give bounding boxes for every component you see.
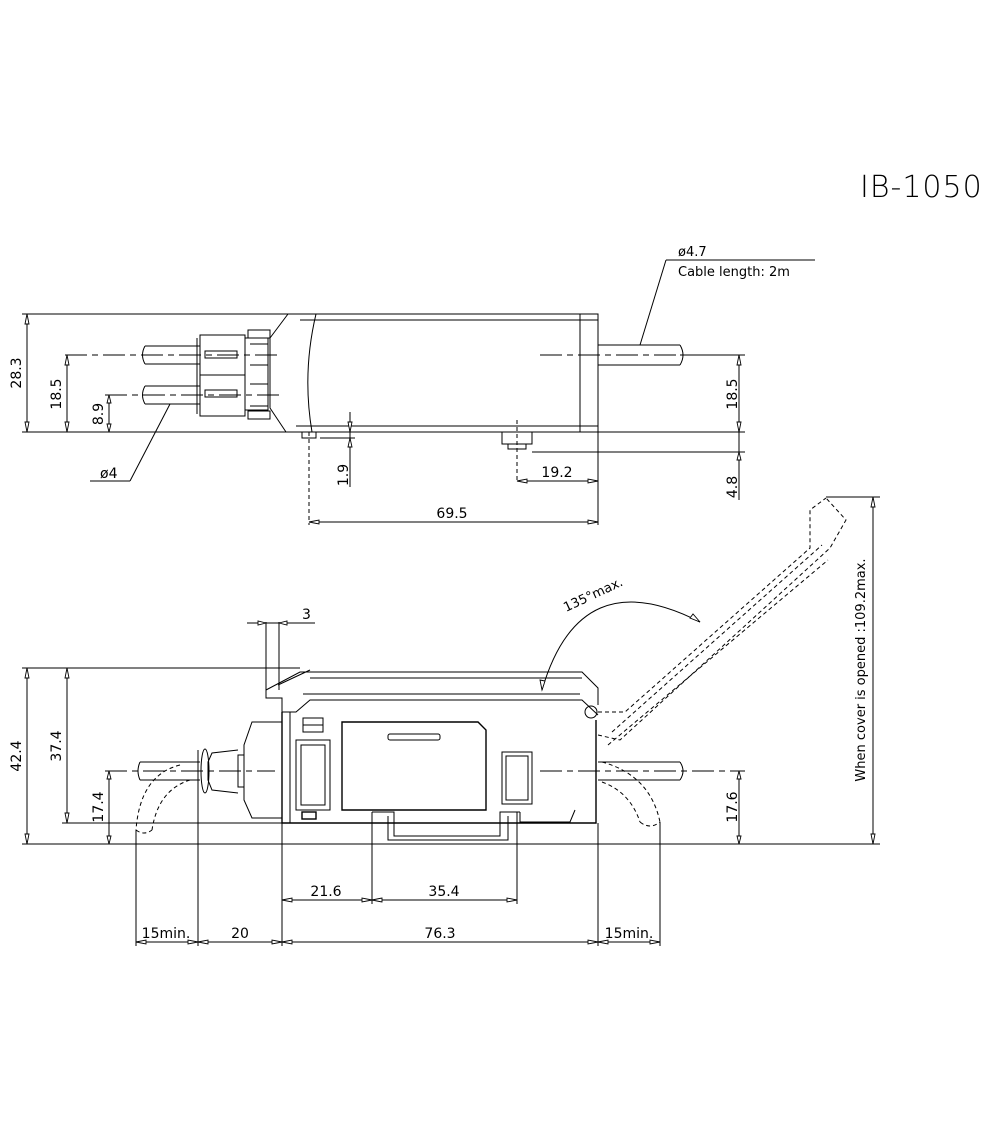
- dim-17-6: 17.6: [725, 791, 741, 822]
- dim-1-9: 1.9: [336, 464, 352, 486]
- model-title: IB-1050: [860, 170, 983, 205]
- dim-18-5-left: 18.5: [49, 378, 65, 409]
- angle-note: 135°max.: [561, 575, 625, 616]
- fiber-diameter-note: ø4: [100, 466, 118, 482]
- dim-20: 20: [231, 926, 249, 942]
- top-view: 28.3 18.5 8.9 ø4 ø4.7 Cable length: 2m 1…: [9, 245, 815, 525]
- dim-15min-left: 15min.: [142, 926, 191, 942]
- dim-15min-right: 15min.: [605, 926, 654, 942]
- dim-18-5-right: 18.5: [725, 378, 741, 409]
- dim-19-2: 19.2: [541, 465, 572, 481]
- dim-37-4: 37.4: [49, 730, 65, 761]
- dim-17-4: 17.4: [91, 791, 107, 822]
- dim-28-3: 28.3: [9, 357, 25, 388]
- dim-69-5: 69.5: [436, 506, 467, 522]
- dim-3: 3: [302, 607, 311, 623]
- cover-open-note: When cover is opened :109.2max.: [854, 558, 869, 781]
- dim-42-4: 42.4: [9, 740, 25, 771]
- cable-diameter-note: ø4.7: [678, 245, 707, 260]
- dim-21-6: 21.6: [310, 884, 341, 900]
- dim-8-9: 8.9: [91, 403, 107, 425]
- cable-length-note: Cable length: 2m: [678, 265, 790, 280]
- side-view: 135°max. When cover is opened :109.2max.…: [9, 496, 880, 946]
- dim-35-4: 35.4: [428, 884, 459, 900]
- dim-4-8: 4.8: [725, 476, 741, 498]
- dim-76-3: 76.3: [424, 926, 455, 942]
